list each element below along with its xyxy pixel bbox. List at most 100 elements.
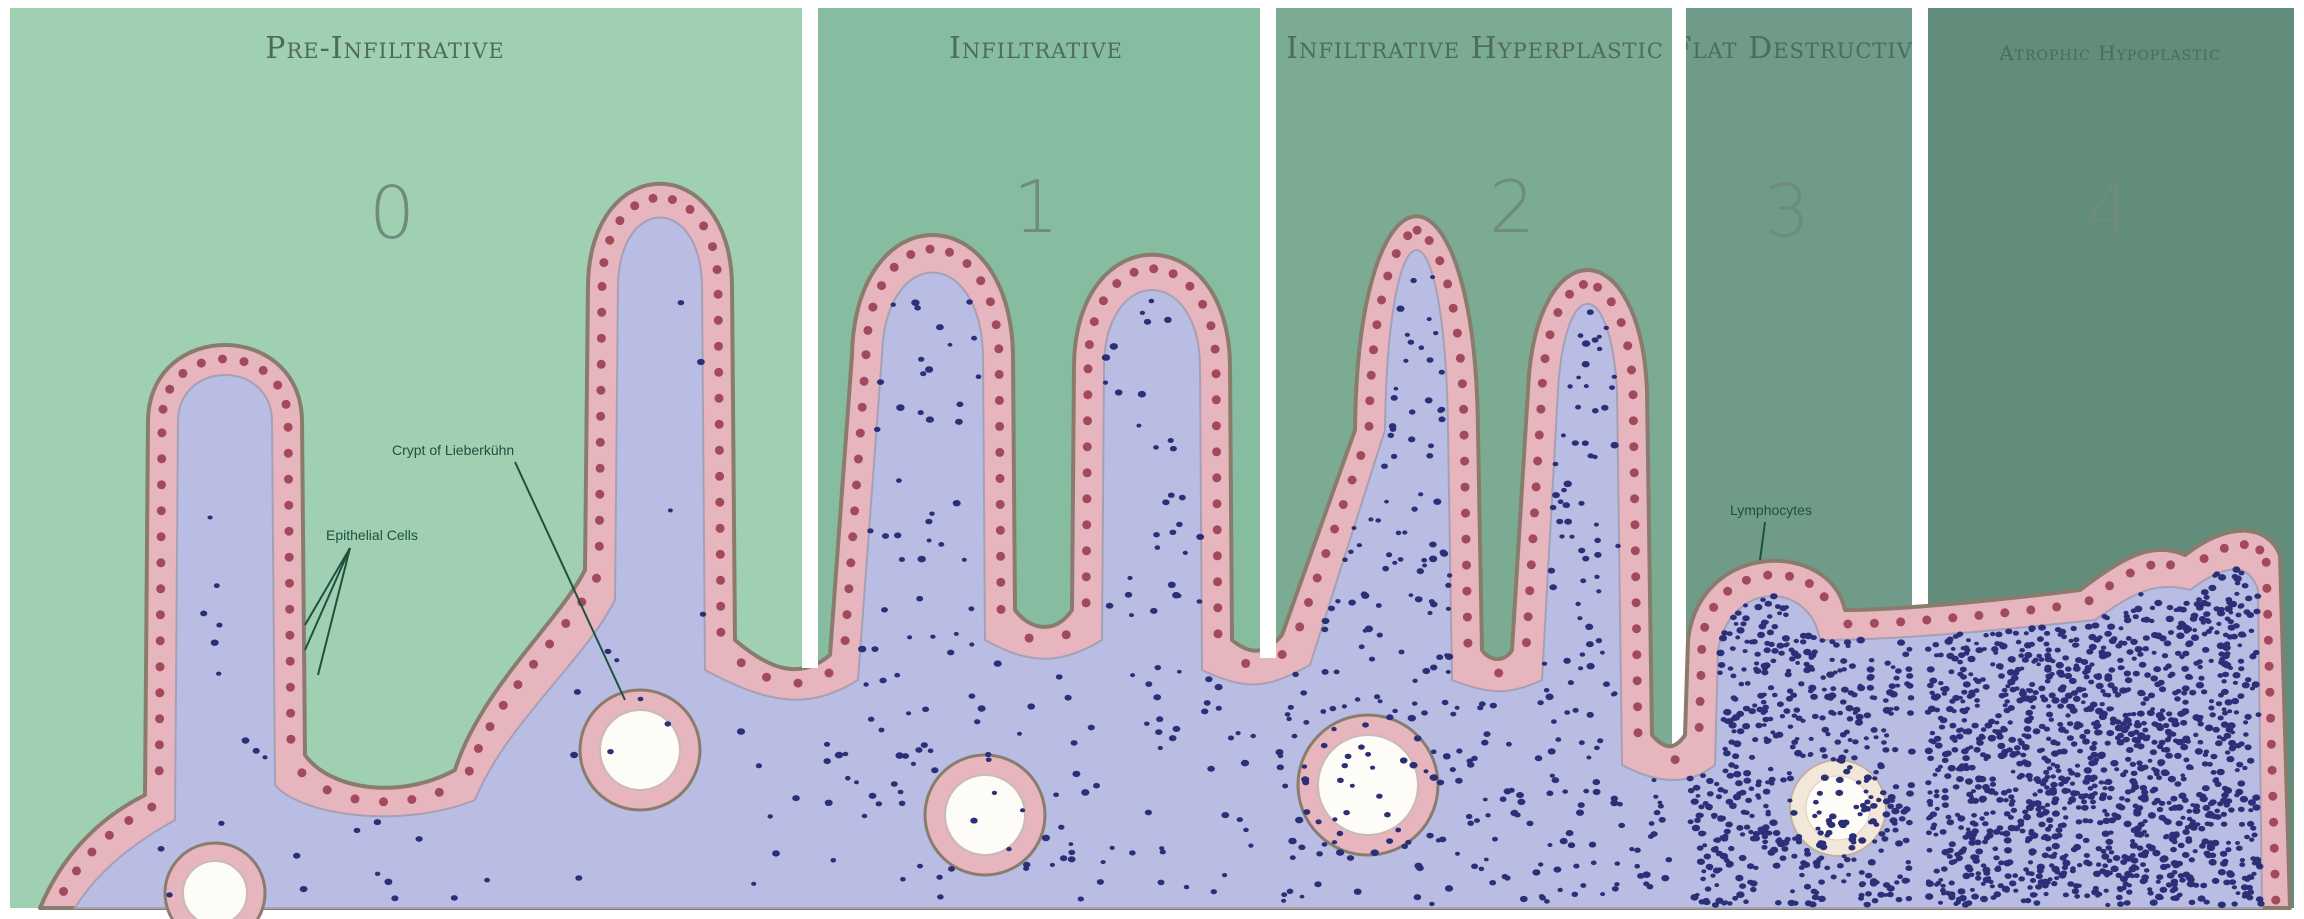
epithelial-nucleus [351,794,360,803]
lymphocyte [1158,746,1163,750]
lymphocyte [2016,640,2022,645]
lymphocyte [868,717,875,722]
lymphocyte [2189,857,2195,862]
epithelial-nucleus [862,350,871,359]
lymphocyte [1962,755,1970,761]
lymphocyte [1927,666,1935,672]
lymphocyte [1532,869,1540,875]
lymphocyte [1791,650,1799,656]
epithelial-nucleus [124,816,133,825]
lymphocyte [1447,573,1452,577]
lymphocyte [2021,898,2027,903]
lymphocyte [1970,820,1977,825]
lymphocyte [1975,876,1981,881]
lymphocyte [2163,666,2168,670]
lymphocyte [2023,814,2031,820]
lymphocyte [2045,656,2053,662]
lymphocyte [2018,876,2025,881]
lymphocyte [1723,900,1728,904]
lymphocyte [2119,796,2125,801]
lymphocyte [1974,698,1980,703]
lymphocyte [1957,765,1965,771]
lymphocyte [1386,714,1393,720]
lymphocyte [1983,633,1988,637]
lymphocyte [1843,769,1850,775]
lymphocyte [2137,652,2143,657]
lymphocyte [1945,638,1953,645]
lymphocyte [2120,876,2128,883]
lymphocyte [1749,814,1754,818]
epithelial-nucleus [737,658,746,667]
lymphocyte [2174,696,2181,701]
lymphocyte [2116,692,2122,697]
lymphocyte [1938,681,1943,685]
epithelial-nucleus [995,396,1004,405]
lymphocyte [772,850,780,856]
lymphocyte [1172,592,1180,599]
lymphocyte [1988,735,1996,742]
lymphocyte [1408,715,1416,722]
lymphocyte [1724,719,1730,724]
lymphocyte [1800,639,1806,644]
lymphocyte [2073,844,2081,850]
lymphocyte [1591,861,1597,866]
lymphocyte [2109,850,2114,854]
lymphocyte [1170,530,1177,535]
epithelial-nucleus [1365,396,1374,405]
epithelial-nucleus [1870,619,1879,628]
lymphocyte [1446,670,1451,674]
lymphocyte [1467,762,1474,768]
lymphocyte [1971,894,1979,900]
lymphocyte [2083,793,2089,798]
lymphocyte [1103,381,1108,385]
lymphocyte [1966,638,1971,642]
lymphocyte [1848,836,1856,842]
lymphocyte [2097,635,2102,639]
epithelial-nucleus [1700,623,1709,632]
lymphocyte [2084,729,2091,734]
lymphocyte [2233,672,2241,678]
lymphocyte [1302,764,1307,768]
lymphocyte [1993,855,1999,860]
lymphocyte [2131,827,2139,833]
lymphocyte [1215,684,1223,690]
lymphocyte [2169,806,2175,811]
lymphocyte [1390,427,1397,432]
lymphocyte [2089,745,2096,751]
lymphocyte [1836,777,1844,783]
lymphocyte [1925,748,1933,755]
lymphocyte [2235,768,2240,772]
lymphocyte [2046,737,2051,741]
lymphocyte [2028,716,2034,721]
lymphocyte [1173,726,1181,732]
lymphocyte [1870,695,1875,699]
lymphocyte [2104,631,2112,637]
lymphocyte [1849,663,1856,669]
lymphocyte [1424,769,1429,773]
lymphocyte [1963,681,1971,687]
lymphocyte [1328,606,1335,612]
lymphocyte [1874,880,1879,884]
lymphocyte [2004,889,2009,893]
lymphocyte [1947,819,1955,825]
epithelial-nucleus [852,481,861,490]
lymphocyte [2046,847,2052,852]
lymphocyte [1714,883,1719,887]
lymphocyte [1155,665,1162,670]
lymphocyte [2052,810,2060,816]
lymphocyte [2099,795,2106,801]
lymphocyte [1864,902,1871,908]
lymphocyte [1895,668,1902,673]
lymphocyte [1977,647,1984,652]
lymphocyte [2141,701,2147,706]
lymphocyte [1408,340,1415,345]
lymphocyte [1140,311,1145,315]
lymphocyte [1908,695,1915,700]
lymphocyte [2062,806,2067,810]
lymphocyte [2012,873,2018,878]
epithelial-nucleus [2200,554,2209,563]
lymphocyte [1995,632,2002,638]
lymphocyte [2137,743,2145,749]
lymphocyte [1976,740,1984,746]
lymphocyte [1961,690,1967,695]
